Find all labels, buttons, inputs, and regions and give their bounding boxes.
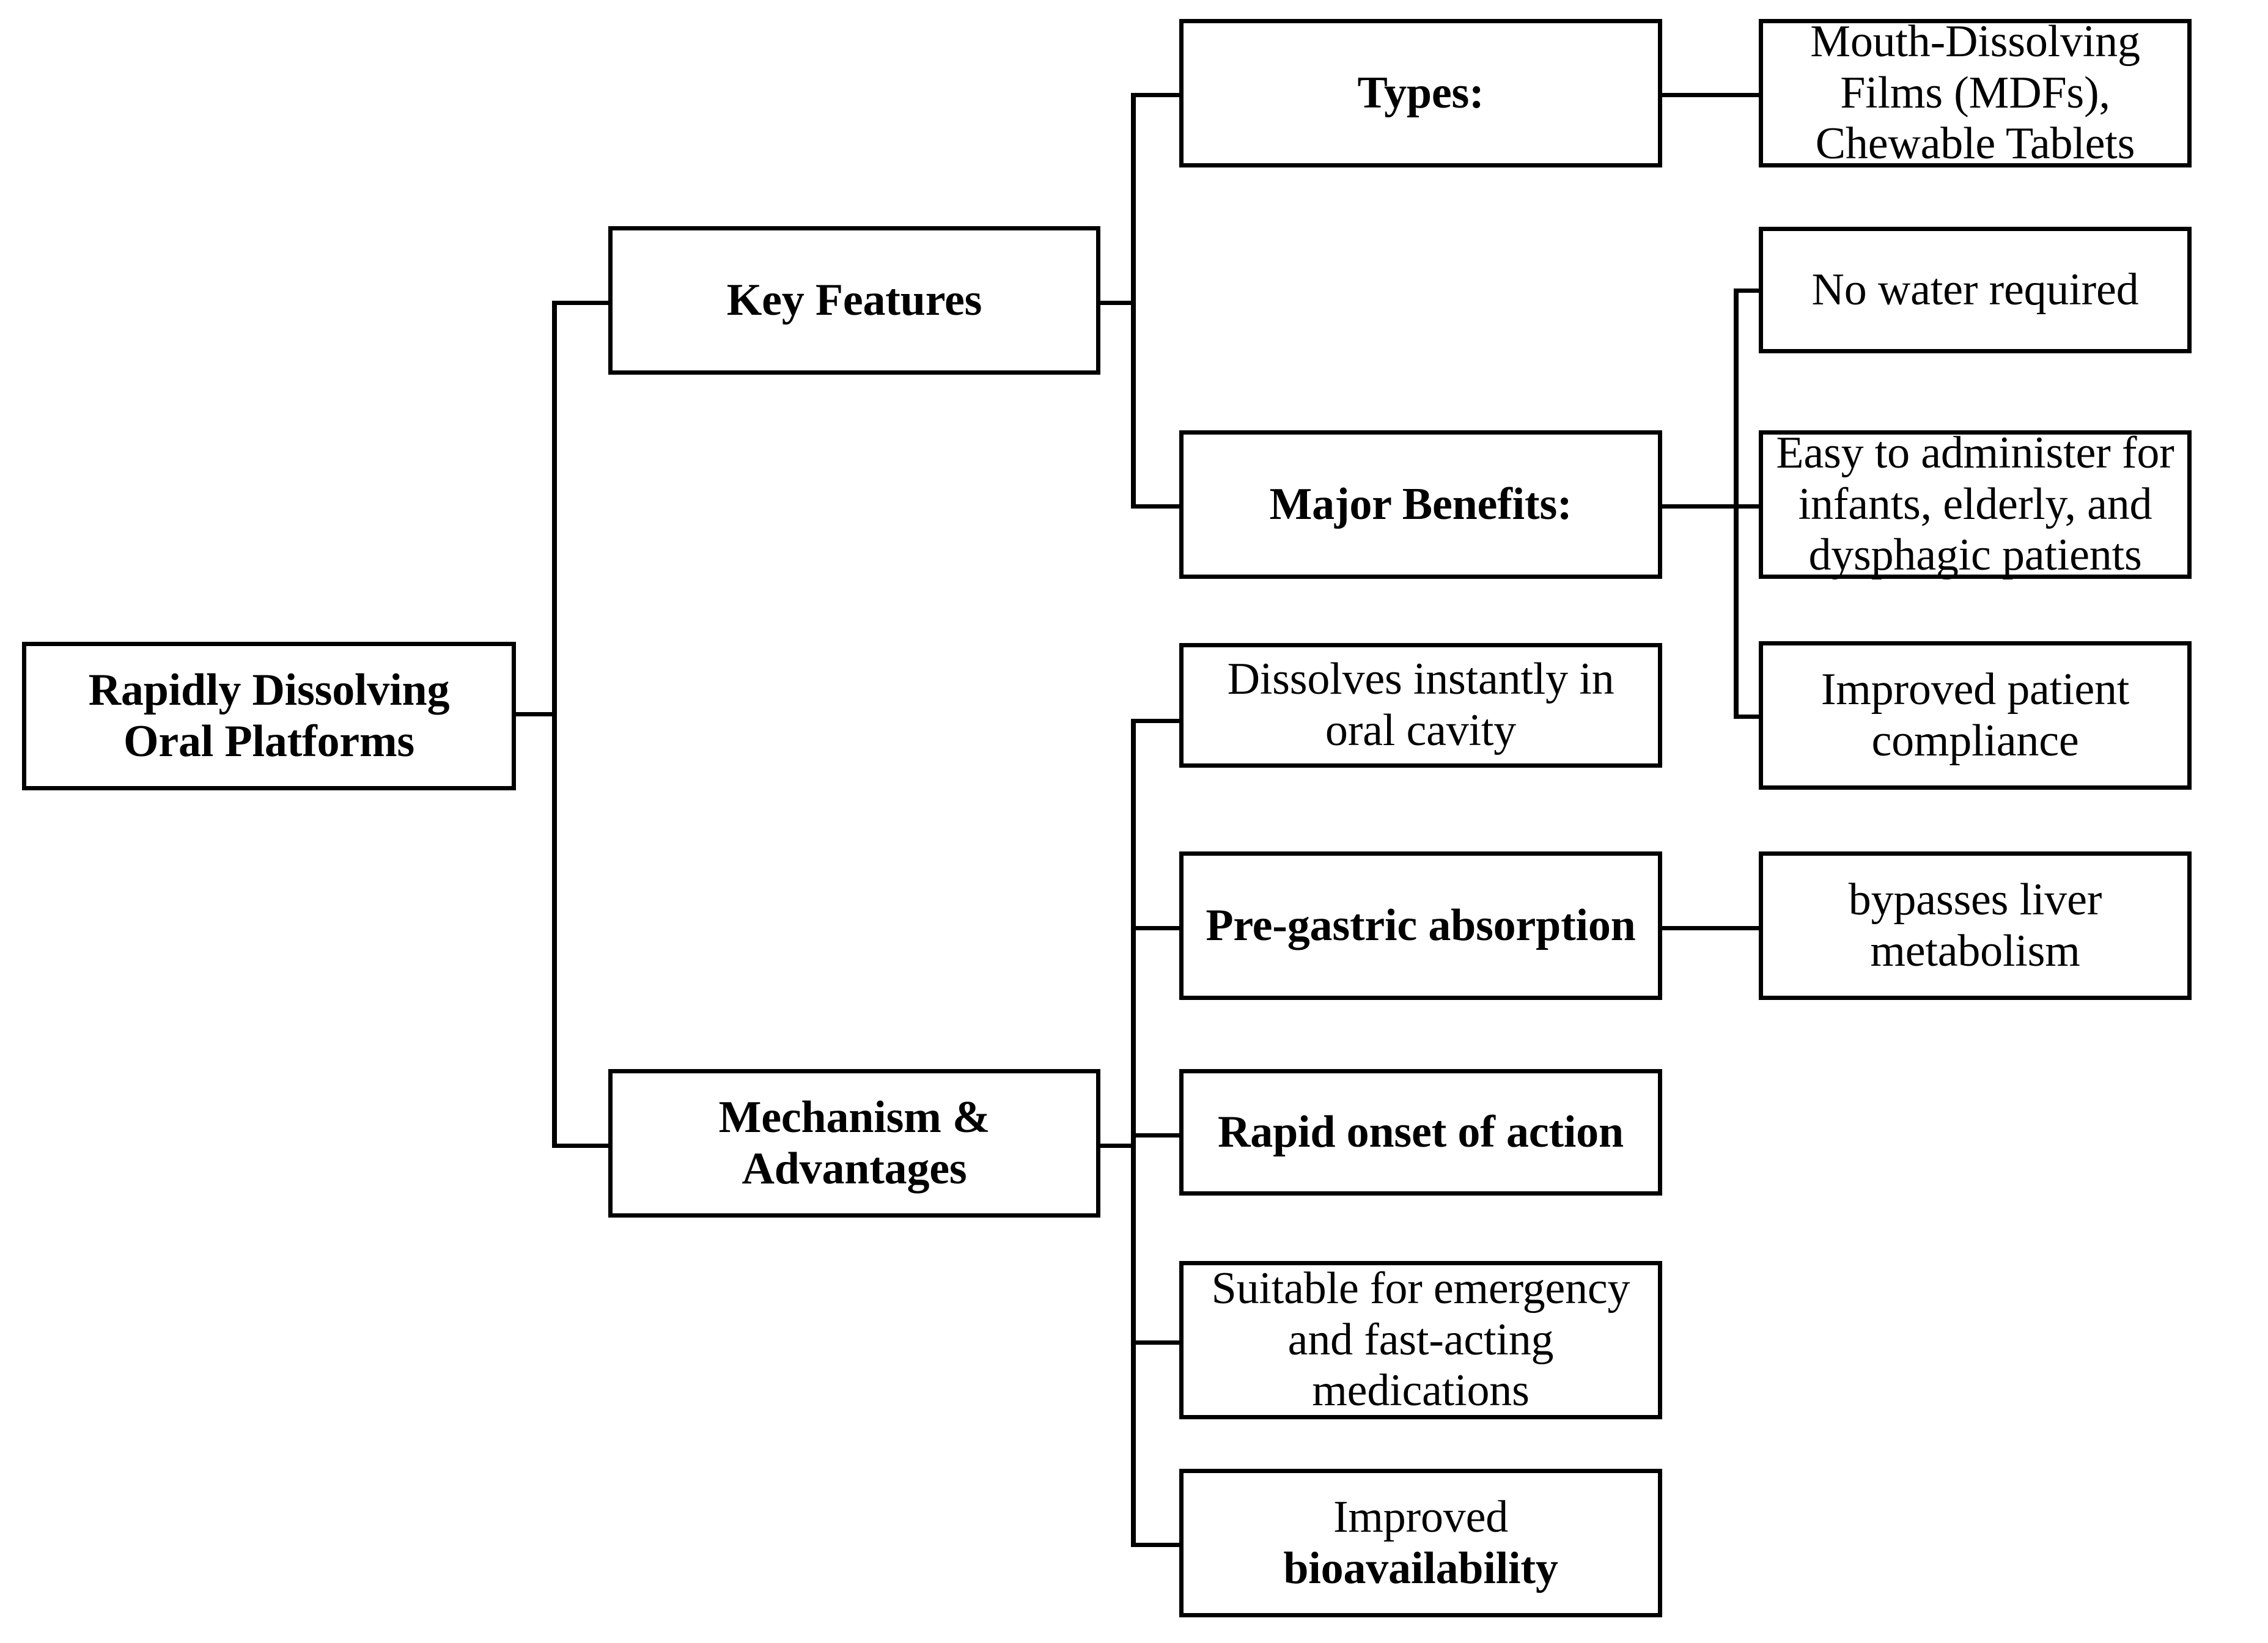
node-types[interactable]: Types:: [1179, 19, 1662, 167]
edge-to-emergency: [1131, 1340, 1183, 1345]
node-mech-bioavailability[interactable]: Improved bioavailability: [1179, 1469, 1662, 1617]
node-benefit-easy-administer-label: Easy to administer for infants, elderly,…: [1776, 428, 2174, 581]
node-key-features[interactable]: Key Features: [608, 226, 1100, 375]
edge-root-to-mechanism: [552, 1144, 610, 1148]
node-mech-rapid-onset-label: Rapid onset of action: [1218, 1106, 1624, 1157]
edge-root-to-key-features: [552, 301, 610, 305]
edge-keyfeatures-trunk: [1131, 93, 1136, 509]
node-benefit-compliance[interactable]: Improved patient compliance: [1759, 641, 2192, 790]
edge-to-pregastric: [1131, 926, 1183, 930]
node-benefit-no-water[interactable]: No water required: [1759, 227, 2192, 353]
edge-root-stub: [516, 712, 556, 716]
node-mech-pregastric-label: Pre-gastric absorption: [1206, 900, 1636, 950]
edge-keyfeatures-stub: [1097, 301, 1135, 305]
node-types-label: Types:: [1357, 67, 1484, 118]
edge-majorbenefits-trunk: [1734, 289, 1739, 719]
edge-root-trunk: [552, 301, 557, 1148]
node-mech-pregastric[interactable]: Pre-gastric absorption: [1179, 851, 1662, 1000]
node-key-features-label: Key Features: [726, 274, 982, 325]
node-mechanism-advantages-label: Mechanism &Advantages: [718, 1092, 990, 1194]
node-types-detail-label: Mouth-Dissolving Films (MDFs), Chewable …: [1810, 17, 2140, 169]
node-benefit-easy-administer[interactable]: Easy to administer for infants, elderly,…: [1759, 428, 2192, 581]
node-pregastric-detail[interactable]: bypasses liver metabolism: [1759, 851, 2192, 1000]
edge-to-bioavailability: [1131, 1543, 1183, 1547]
node-major-benefits-label: Major Benefits:: [1269, 479, 1572, 529]
node-types-detail[interactable]: Mouth-Dissolving Films (MDFs), Chewable …: [1759, 17, 2192, 169]
node-mech-rapid-onset[interactable]: Rapid onset of action: [1179, 1069, 1662, 1196]
edge-majorbenefits-stub: [1659, 504, 1738, 509]
node-mech-dissolves-label: Dissolves instantly in oral cavity: [1227, 654, 1614, 755]
edge-types-to-detail: [1659, 93, 1762, 97]
edge-keyfeatures-to-types: [1131, 93, 1183, 97]
edge-to-easy-administer: [1734, 504, 1762, 509]
node-benefit-compliance-label: Improved patient compliance: [1821, 664, 2130, 766]
edge-to-rapid-onset: [1131, 1133, 1183, 1138]
edge-to-dissolves: [1131, 719, 1183, 723]
node-mech-emergency[interactable]: Suitable for emergency and fast-acting m…: [1179, 1261, 1662, 1419]
edge-mechanism-trunk: [1131, 719, 1136, 1547]
edge-to-compliance: [1734, 715, 1762, 719]
node-benefit-no-water-label: No water required: [1811, 264, 2139, 315]
edge-to-no-water: [1734, 289, 1762, 293]
node-mech-bioavailability-label: Improved bioavailability: [1283, 1491, 1558, 1593]
node-mechanism-advantages[interactable]: Mechanism &Advantages: [608, 1069, 1100, 1218]
node-pregastric-detail-label: bypasses liver metabolism: [1848, 874, 2102, 976]
node-mech-dissolves[interactable]: Dissolves instantly in oral cavity: [1179, 643, 1662, 768]
edge-pregastric-to-detail: [1659, 926, 1762, 930]
node-major-benefits[interactable]: Major Benefits:: [1179, 430, 1662, 579]
edge-mechanism-stub: [1097, 1144, 1135, 1148]
edge-keyfeatures-to-major-benefits: [1131, 504, 1183, 509]
node-mech-emergency-label: Suitable for emergency and fast-acting m…: [1211, 1263, 1630, 1416]
